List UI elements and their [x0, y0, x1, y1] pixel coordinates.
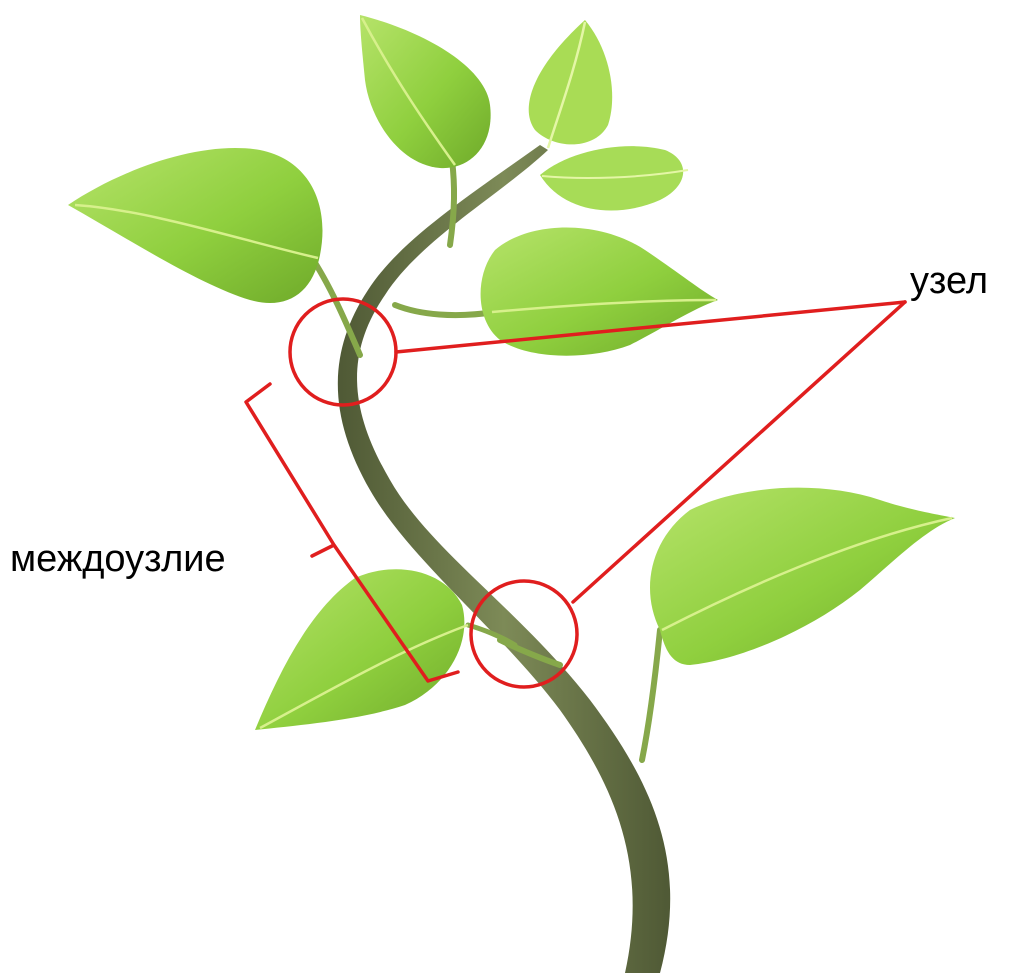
leaf-top-right [529, 20, 612, 148]
label-internode: междоузлие [10, 540, 226, 578]
leaf-lower-left [255, 569, 468, 730]
label-node: узел [910, 262, 988, 300]
leaf-lower-right [650, 488, 955, 665]
leaf-top-center [360, 15, 491, 168]
leaf-right-middle [481, 228, 718, 356]
leaf-upper-left [68, 148, 323, 303]
leaf-right-small [540, 146, 688, 210]
